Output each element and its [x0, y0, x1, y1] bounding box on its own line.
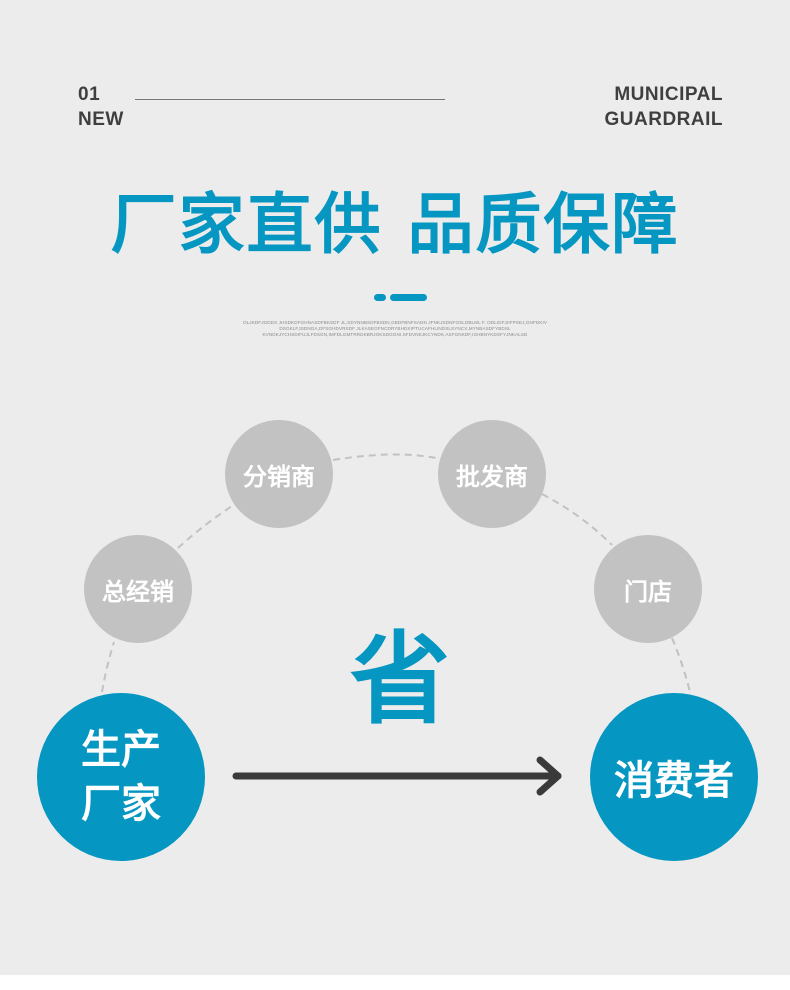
decorative-subtitle: OLJKDFJGDDS JHSDKDFGHNASDFBKSDF JL,SDYNN…: [230, 320, 560, 338]
page-title: 厂家直供 品质保障: [110, 186, 680, 263]
brand-name-line1: MUNICIPAL: [614, 84, 723, 105]
general-agent-label: 总经销: [102, 577, 174, 606]
distributor-label: 分销商: [243, 462, 315, 491]
arc-segment: [541, 493, 613, 546]
consumer-node: 消费者: [590, 693, 758, 861]
arc-segment: [101, 641, 115, 693]
store-label: 门店: [624, 577, 672, 606]
subtitle-line: DSGKLFJSDNGA,DFSGHDVRSDF JLKASEGFNCDRYBH…: [279, 326, 511, 331]
title-accent-dot: [374, 294, 386, 301]
arc-segment: [332, 453, 437, 461]
header-divider: [135, 99, 445, 100]
arrow: [232, 756, 562, 796]
distributor-node: 分销商: [225, 420, 333, 528]
title-accent-bar: [390, 294, 427, 301]
bottom-strip: [0, 975, 790, 990]
subtitle-line: KVNDKJYCHSDIFUJLFDSGN,IMFDLGMTRRDKBRJOKS…: [262, 332, 528, 337]
arrow-head: [536, 756, 562, 796]
producer-label: 生产 厂家: [81, 723, 161, 831]
brand-name-line2: GUARDRAIL: [604, 109, 723, 130]
dashed-arc: [101, 453, 691, 693]
save-label: 省: [350, 621, 450, 738]
wholesaler-label: 批发商: [456, 462, 528, 491]
producer-label-line2: 厂家: [81, 781, 161, 827]
section-label: NEW: [78, 109, 124, 130]
producer-label-line1: 生产: [81, 727, 161, 773]
section-number: 01 NEW: [78, 82, 124, 132]
store-node: 门店: [594, 535, 702, 643]
producer-node: 生产 厂家: [37, 693, 205, 861]
wholesaler-node: 批发商: [438, 420, 546, 528]
brand-name: MUNICIPAL GUARDRAIL: [605, 82, 724, 132]
general-agent-node: 总经销: [84, 535, 192, 643]
arc-segment: [177, 505, 233, 549]
subtitle-line: OLJKDFJGDDS JHSDKDFGHNASDFBKSDF JL,SDYNN…: [242, 320, 547, 325]
section-number-text: 01: [78, 84, 101, 105]
arc-segment: [671, 637, 691, 693]
consumer-label: 消费者: [614, 758, 734, 804]
